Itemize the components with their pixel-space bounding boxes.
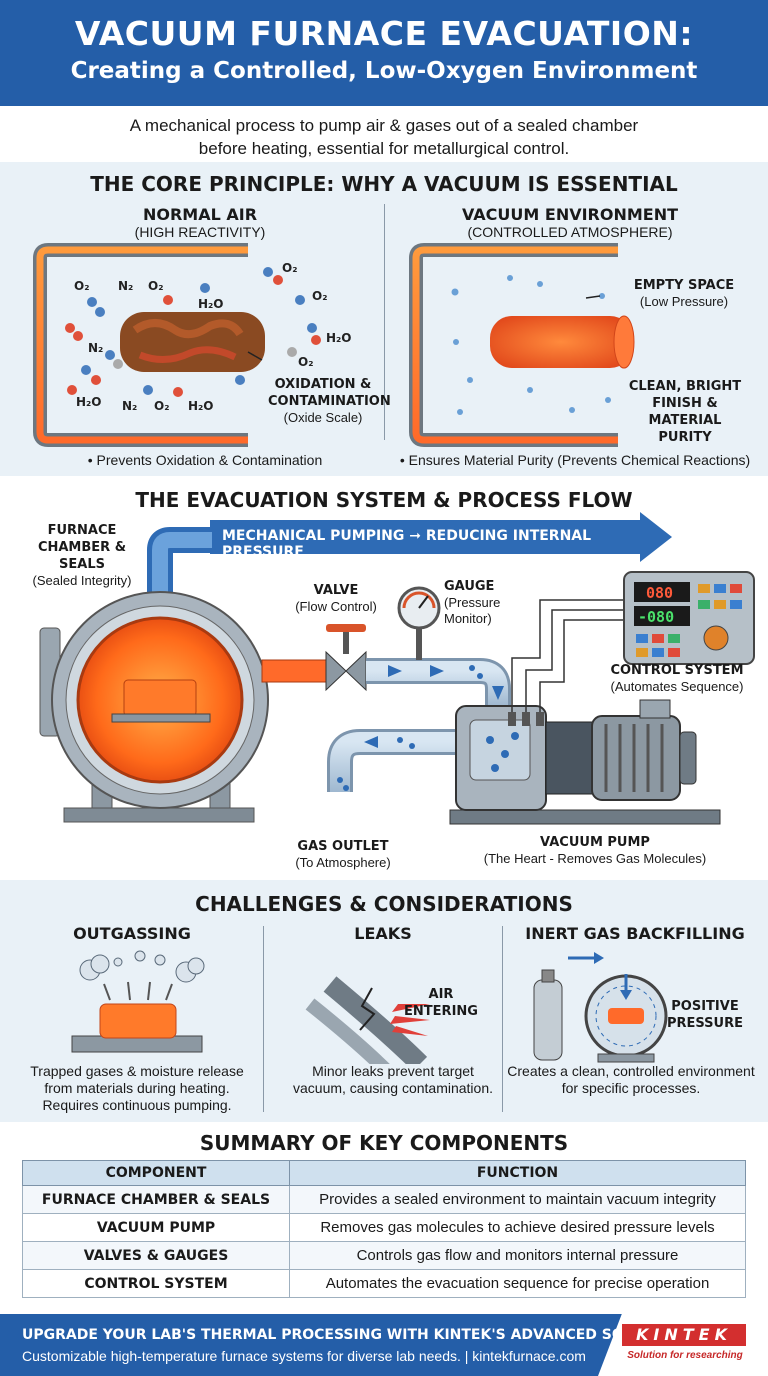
control-label: CONTROL SYSTEM(Automates Sequence) xyxy=(610,663,744,694)
oxidized-rod xyxy=(120,312,265,372)
leak-icon xyxy=(305,976,430,1064)
positive-pressure-label: POSITIVE PRESSURE xyxy=(666,999,743,1031)
svg-text:N₂: N₂ xyxy=(118,279,133,293)
leaks-text: Minor leaks prevent target vacuum, causi… xyxy=(293,1063,493,1096)
intro-line-1: A mechanical process to pump air & gases… xyxy=(129,116,639,135)
control-display-2: -080 xyxy=(638,608,674,626)
clean-finish-label: CLEAN, BRIGHT FINISH & MATERIAL PURITY xyxy=(628,379,742,445)
process-arrow-text: MECHANICAL PUMPING ➞ REDUCING INTERNAL P… xyxy=(222,528,592,560)
furnace-chamber xyxy=(39,591,269,823)
footer-tagline[interactable]: Customizable high-temperature furnace sy… xyxy=(22,1348,586,1364)
summary-table: COMPONENT FUNCTION FURNACE CHAMBER & SEA… xyxy=(22,1160,746,1298)
footer-cta[interactable]: UPGRADE YOUR LAB'S THERMAL PROCESSING WI… xyxy=(22,1327,699,1343)
svg-text:N₂: N₂ xyxy=(122,399,137,413)
principle-illustration: O₂ N₂ O₂ H₂O O₂ O₂ N₂ H₂O O₂ H₂O N₂ O₂ H₂O xyxy=(33,243,635,447)
clean-rod xyxy=(490,316,632,368)
challenges-illustration xyxy=(71,950,668,1064)
page-subtitle: Creating a Controlled, Low-Oxygen Enviro… xyxy=(70,58,698,84)
backfill-title: INERT GAS BACKFILLING xyxy=(525,924,745,943)
svg-text:H₂O: H₂O xyxy=(198,297,224,311)
svg-text:O₂: O₂ xyxy=(282,261,297,275)
gauge-label: GAUGE(Pressure Monitor) xyxy=(444,579,501,626)
vacuum-particles xyxy=(451,275,611,415)
header-function: FUNCTION xyxy=(289,1160,746,1186)
pump-label: VACUUM PUMP(The Heart - Removes Gas Mole… xyxy=(483,835,707,866)
valve-label: VALVE(Flow Control) xyxy=(295,583,377,614)
svg-text:H₂O: H₂O xyxy=(326,331,352,345)
outlet-arrows xyxy=(337,736,415,791)
control-wires xyxy=(511,599,624,712)
vacuum-bullet: • Ensures Material Purity (Prevents Chem… xyxy=(399,452,751,468)
summary-title: SUMMARY OF KEY COMPONENTS xyxy=(199,1131,569,1155)
function-cell: Provides a sealed environment to maintai… xyxy=(289,1185,746,1214)
leaks-title: LEAKS xyxy=(354,924,412,943)
svg-text:H₂O: H₂O xyxy=(76,395,102,409)
component-cell: FURNACE CHAMBER & SEALS xyxy=(22,1185,290,1214)
logo-tagline: Solution for researching xyxy=(627,1350,743,1361)
svg-text:O₂: O₂ xyxy=(298,355,313,369)
kintek-logo[interactable]: KINTEK xyxy=(622,1324,746,1346)
svg-text:N₂: N₂ xyxy=(88,341,103,355)
outgassing-title: OUTGASSING xyxy=(73,924,191,943)
svg-text:O₂: O₂ xyxy=(74,279,89,293)
normal-air-bullet: • Prevents Oxidation & Contamination xyxy=(87,452,323,468)
outgassing-icon xyxy=(71,950,205,1053)
vacuum-env-subtitle: (CONTROLLED ATMOSPHERE) xyxy=(467,224,673,240)
component-cell: VACUUM PUMP xyxy=(22,1213,290,1242)
svg-text:H₂O: H₂O xyxy=(188,399,214,413)
vacuum-env-title: VACUUM ENVIRONMENT xyxy=(461,205,679,224)
component-cell: VALVES & GAUGES xyxy=(22,1241,290,1270)
air-entering-label: AIR ENTERING xyxy=(404,987,478,1019)
challenge-divider-1 xyxy=(263,926,264,1112)
svg-text:O₂: O₂ xyxy=(312,289,327,303)
process-arrow xyxy=(210,512,672,562)
function-cell: Removes gas molecules to achieve desired… xyxy=(289,1213,746,1242)
backfill-icon xyxy=(533,952,668,1063)
header-banner: VACUUM FURNACE EVACUATION: Creating a Co… xyxy=(0,0,768,106)
table-header-row: COMPONENT FUNCTION xyxy=(22,1160,746,1186)
intro-line-2: before heating, essential for metallurgi… xyxy=(198,139,570,158)
svg-text:O₂: O₂ xyxy=(154,399,169,413)
oxidation-label: OXIDATION & CONTAMINATION(Oxide Scale) xyxy=(268,377,391,425)
header-component: COMPONENT xyxy=(22,1160,290,1186)
valve-icon xyxy=(325,624,367,692)
challenge-divider-2 xyxy=(502,926,503,1112)
empty-space-label: EMPTY SPACE(Low Pressure) xyxy=(633,278,735,309)
component-cell: CONTROL SYSTEM xyxy=(22,1269,290,1298)
vacuum-furnace xyxy=(409,243,635,447)
backfill-text: Creates a clean, controlled environment … xyxy=(507,1063,755,1096)
normal-air-subtitle: (HIGH REACTIVITY) xyxy=(134,224,266,240)
function-cell: Automates the evacuation sequence for pr… xyxy=(289,1269,746,1298)
system-illustration: 080 -080 xyxy=(39,512,755,825)
function-cell: Controls gas flow and monitors internal … xyxy=(289,1241,746,1270)
control-display-1: 080 xyxy=(646,584,673,602)
intro-text: A mechanical process to pump air & gases… xyxy=(0,106,768,162)
vacuum-pump xyxy=(449,699,721,825)
system-title: THE EVACUATION SYSTEM & PROCESS FLOW xyxy=(135,488,633,512)
svg-text:O₂: O₂ xyxy=(148,279,163,293)
air-molecules: O₂ N₂ O₂ H₂O O₂ O₂ N₂ H₂O O₂ H₂O N₂ O₂ H₂O xyxy=(65,261,352,413)
normal-air-furnace xyxy=(33,243,265,447)
normal-air-title: NORMAL AIR xyxy=(142,205,258,224)
principle-divider xyxy=(384,204,385,440)
challenges-title: CHALLENGES & CONSIDERATIONS xyxy=(195,892,573,916)
gauge-icon xyxy=(397,586,441,660)
outlet-label: GAS OUTLET(To Atmosphere) xyxy=(295,839,391,870)
page-title: VACUUM FURNACE EVACUATION: xyxy=(74,14,694,53)
chamber-label: FURNACE CHAMBER & SEALS(Sealed Integrity… xyxy=(32,523,132,588)
outgassing-text: Trapped gases & moisture release from ma… xyxy=(30,1063,244,1113)
principle-title: THE CORE PRINCIPLE: WHY A VACUUM IS ESSE… xyxy=(90,172,678,196)
control-panel: 080 -080 xyxy=(623,571,755,665)
flow-arrows xyxy=(388,665,504,700)
